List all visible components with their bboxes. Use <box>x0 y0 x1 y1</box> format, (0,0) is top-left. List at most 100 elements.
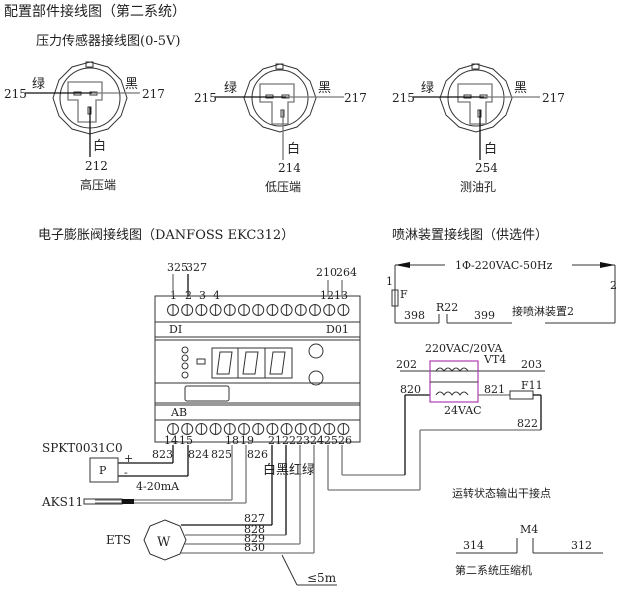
led-indicator <box>181 371 189 379</box>
sensor3-right-color: 黑 <box>514 81 527 96</box>
led-indicator <box>181 362 189 370</box>
ets-valve <box>143 519 187 561</box>
sensor1-right-num: 217 <box>142 87 165 101</box>
wire-327: 327 <box>186 261 207 274</box>
sensor1-right-color: 黑 <box>125 77 138 92</box>
bot-term-label-21: 21 <box>268 434 282 447</box>
wire-325: 325 <box>167 261 188 274</box>
up-button[interactable] <box>308 343 324 359</box>
spray-fuse-label: F <box>400 288 408 301</box>
wire-825: 825 <box>211 448 232 461</box>
ets-label: ETS <box>106 533 131 547</box>
spray-supply: 1Φ-220VAC-50Hz <box>455 259 553 272</box>
bot-term-label-18: 18 <box>225 434 239 447</box>
relay-r22: R22 <box>436 301 458 314</box>
fuse-f11 <box>509 390 534 400</box>
wire-color-legend: 白黑红绿 <box>263 462 315 478</box>
transmitter-signal: 4-20mA <box>136 480 180 493</box>
sensor2-left-color: 绿 <box>224 81 237 96</box>
bot-term-label-15: 15 <box>179 434 193 447</box>
transmitter-symbol: P <box>99 464 107 477</box>
spray-device: 接喷淋装置2 <box>512 305 574 318</box>
run-contact-heading: 运转状态输出干接点 <box>452 486 551 500</box>
wire-821: 821 <box>484 383 505 396</box>
aks11-label: AKS11 <box>41 495 83 509</box>
wire-822: 822 <box>517 417 538 430</box>
wire-830: 830 <box>244 541 265 554</box>
transformer-rating: 220VAC/20VA <box>425 342 503 355</box>
wire-829: 829 <box>244 532 265 545</box>
bot-term-label-14: 14 <box>164 434 178 447</box>
ekc312-controller: 1 2 3 4 12 13 DI D01 AB 14 15 18 19 21 2… <box>154 289 361 447</box>
length-note: ≤5m <box>307 571 337 585</box>
sensor3-name: 测油孔 <box>460 180 496 194</box>
top-term-label-4: 4 <box>213 289 220 302</box>
wire-203: 203 <box>521 358 542 371</box>
sensor3-bottom-num: 254 <box>475 161 498 175</box>
label-slot <box>184 385 230 402</box>
down-button[interactable] <box>308 370 324 386</box>
wire-828: 828 <box>244 523 265 536</box>
pressure-transmitter <box>89 457 119 483</box>
wire-820: 820 <box>400 383 421 396</box>
sensor2-bottom-color: 白 <box>287 141 300 157</box>
spray-node-2: 2 <box>610 279 617 292</box>
bot-term-label-25: 25 <box>324 434 338 447</box>
sensor3-right-num: 217 <box>542 91 565 105</box>
pressure-sensor-high: 215 绿 黑 217 白 212 高压端 <box>4 61 165 192</box>
bot-term-label-23: 23 <box>296 434 310 447</box>
sensor2-right-num: 217 <box>344 91 367 105</box>
spray-heading: 喷淋装置接线图（供选件） <box>392 227 548 243</box>
top-term-label-3: 3 <box>199 289 206 302</box>
sensor3-left-color: 绿 <box>421 81 434 96</box>
spray-fuse <box>391 289 399 307</box>
transmitter-minus: - <box>124 466 128 479</box>
wire-824: 824 <box>188 448 209 461</box>
sensor1-left-num: 215 <box>4 87 27 101</box>
sensor2-name: 低压端 <box>265 180 301 194</box>
sensor2-left-num: 215 <box>194 91 217 105</box>
sensor2-bottom-num: 214 <box>278 161 301 175</box>
ekc-heading: 电子膨胀阀接线图（DANFOSS EKC312） <box>38 227 294 243</box>
transformer-secondary: 24VAC <box>444 404 482 417</box>
run-contact-caption: 第二系统压缩机 <box>455 563 532 577</box>
sensor1-name: 高压端 <box>80 177 116 192</box>
led-indicator <box>181 346 189 354</box>
label-ab: AB <box>170 406 187 419</box>
wire-210: 210 <box>316 266 337 279</box>
sensor2-right-color: 黑 <box>318 81 331 96</box>
transmitter-model: SPKT0031C0 <box>42 441 123 455</box>
label-di: DI <box>169 323 182 336</box>
spray-node-1: 1 <box>386 275 393 288</box>
wire-264: 264 <box>336 266 357 279</box>
wire-398: 398 <box>404 309 425 322</box>
label-do1: D01 <box>326 323 349 336</box>
wire-202: 202 <box>396 358 417 371</box>
fuse-f11-label: F11 <box>521 379 543 392</box>
wire-826: 826 <box>247 448 268 461</box>
wire-312: 312 <box>571 539 592 552</box>
wire-399: 399 <box>474 309 495 322</box>
transformer-name: VT4 <box>483 353 506 366</box>
seven-seg-display <box>211 347 293 379</box>
pressure-sensor-heading: 压力传感器接线图(0-5V) <box>36 33 180 49</box>
top-term-label-13: 13 <box>334 289 348 302</box>
bot-term-label-26: 26 <box>338 434 352 447</box>
transmitter-plus: + <box>124 452 133 465</box>
bot-term-label-19: 19 <box>240 434 254 447</box>
led-indicator <box>181 354 189 362</box>
wire-827: 827 <box>244 512 265 525</box>
sensor1-bottom-num: 212 <box>85 159 108 173</box>
sensor1-left-color: 绿 <box>32 77 45 92</box>
page-title: 配置部件接线图（第二系统） <box>4 3 186 20</box>
pressure-sensor-oil: 215 绿 黑 217 白 254 测油孔 <box>392 63 565 194</box>
sensor3-left-num: 215 <box>392 91 415 105</box>
sensor1-bottom-color: 白 <box>93 138 106 154</box>
top-term-label-12: 12 <box>320 289 334 302</box>
sensor3-bottom-color: 白 <box>484 141 497 157</box>
valve-symbol: W <box>157 535 171 550</box>
bot-term-label-24: 24 <box>310 434 324 447</box>
contact-m4: M4 <box>520 523 538 536</box>
wire-314: 314 <box>463 539 484 552</box>
